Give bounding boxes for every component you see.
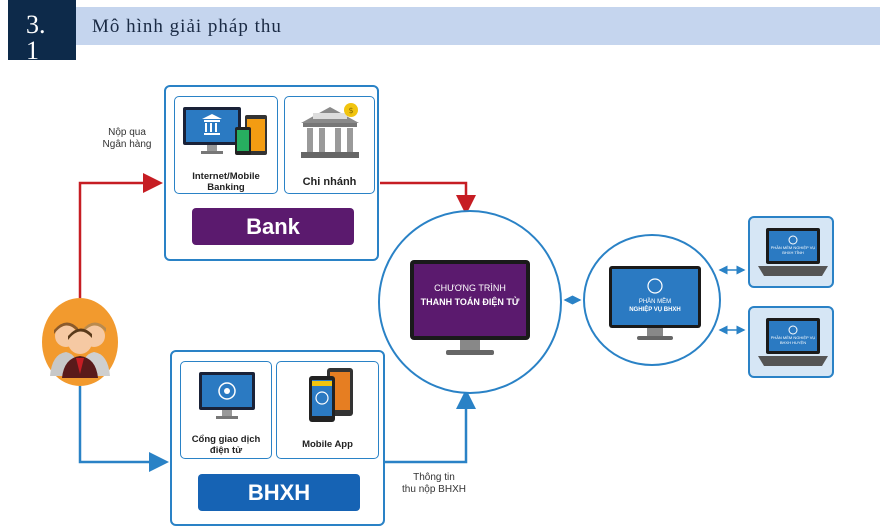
- bank-building-icon: $: [301, 103, 359, 158]
- e-portal-label: Cổng giao dịch điện tử: [191, 434, 261, 456]
- internet-banking-card[interactable]: Internet/Mobile Banking: [174, 96, 278, 194]
- program-title-line1: CHƯƠNG TRÌNH: [434, 283, 506, 293]
- bhxh-return-label: Thông tin thu nộp BHXH: [402, 472, 466, 495]
- monitor-icon: [410, 260, 530, 355]
- laptop-icon: [758, 318, 828, 366]
- bhxh-button[interactable]: BHXH: [198, 474, 360, 511]
- laptop-icon: [758, 228, 828, 276]
- arrow-person-to-bhxh: [78, 386, 169, 472]
- bank-button[interactable]: Bank: [192, 208, 354, 245]
- payment-program-circle: CHƯƠNG TRÌNH THANH TOÁN ĐIỆN TỬ: [378, 210, 562, 394]
- software-title-line2: NGHIỆP VỤ BHXH: [629, 307, 681, 313]
- monitor-bhxh-icon: [199, 372, 255, 419]
- laptop-province-box: PHẦN MỀM NGHIỆP VỤ BHXH TỈNH: [748, 216, 834, 288]
- mobile-phones-icon: [309, 368, 353, 422]
- laptop-province-text: PHẦN MỀM NGHIỆP VỤ BHXH TỈNH: [770, 245, 816, 255]
- bank-arrow-label: Nộp qua Ngân hàng: [102, 127, 152, 150]
- arrow-bank-to-center: [380, 181, 476, 215]
- arrow-bhxh-to-center: [385, 389, 476, 464]
- monitor-icon: [609, 266, 701, 340]
- desktop-phone-icon: [183, 107, 267, 155]
- branch-card[interactable]: $ Chi nhánh: [284, 96, 375, 194]
- laptop-district-box: PHẦN MỀM NGHIỆP VỤ BHXH HUYỆN: [748, 306, 834, 378]
- bhxh-channel-box: Cổng giao dịch điện tử Mobile App BHXH: [170, 350, 385, 526]
- program-title-line2: THANH TOÁN ĐIỆN TỬ: [420, 297, 520, 307]
- svg-text:$: $: [348, 106, 353, 115]
- laptop-district-text: PHẦN MỀM NGHIỆP VỤ BHXH HUYỆN: [770, 335, 816, 345]
- mobile-app-label: Mobile App: [302, 439, 353, 450]
- bhxh-software-circle: PHẦN MỀM NGHIỆP VỤ BHXH: [583, 234, 721, 366]
- customers-icon: [42, 298, 118, 386]
- branch-label: Chi nhánh: [302, 176, 357, 188]
- arrow-person-to-bank: [78, 173, 163, 298]
- internet-banking-label: Internet/Mobile Banking: [192, 171, 260, 193]
- mobile-app-card[interactable]: Mobile App: [276, 361, 379, 459]
- bank-channel-box: Internet/Mobile Banking $ Chi nhánh Bank: [164, 85, 379, 261]
- e-portal-card[interactable]: Cổng giao dịch điện tử: [180, 361, 272, 459]
- section-number: 3. 1: [8, 0, 76, 60]
- software-title-line1: PHẦN MỀM: [638, 299, 672, 305]
- page-title: Mô hình giải pháp thu: [92, 16, 282, 37]
- header-bar: [8, 7, 880, 45]
